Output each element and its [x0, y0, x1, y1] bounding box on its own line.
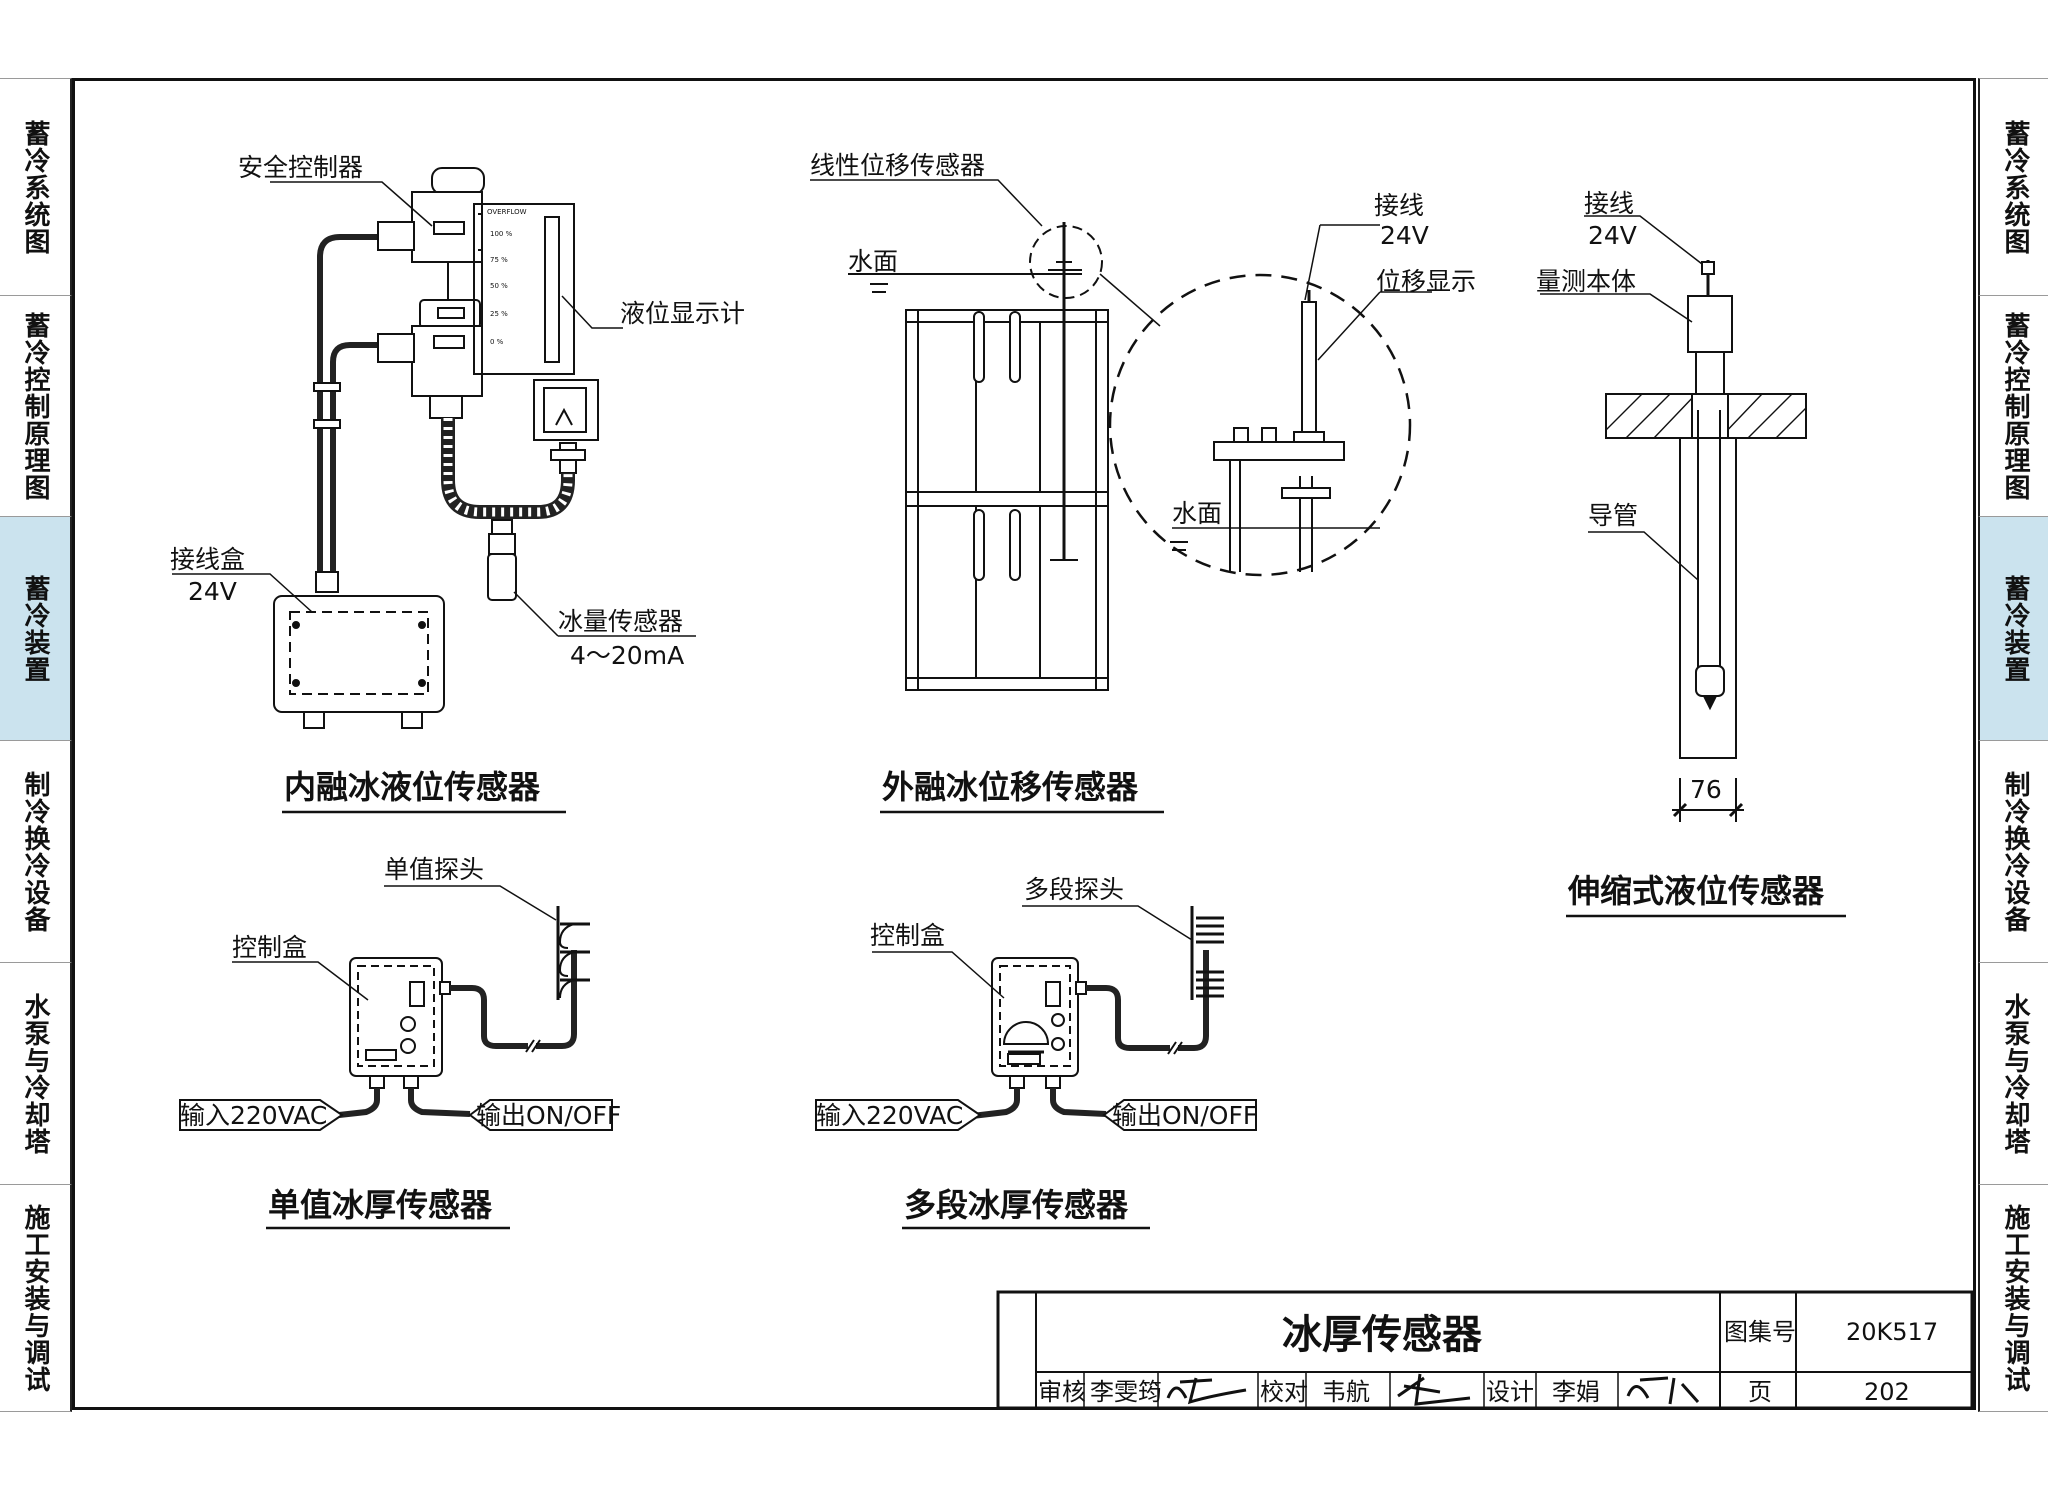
gauge-mark-100: 100 %	[490, 230, 513, 238]
junction-box-label: 接线盒	[170, 545, 245, 574]
checker-label: 校对	[1260, 1378, 1308, 1406]
reviewer-label: 审核	[1038, 1378, 1086, 1406]
multi-control-box-label: 控制盒	[870, 921, 945, 950]
left-tab-refrigeration-equipment[interactable]: 制冷换冷设备	[0, 740, 72, 964]
left-tab-cold-storage-system[interactable]: 蓄冷系统图	[0, 78, 72, 297]
ice-sensor-label: 冰量传感器	[558, 607, 683, 636]
signatures	[1166, 1373, 1700, 1406]
multi-stage-title: 多段冰厚传感器	[904, 1186, 1129, 1224]
gauge-header-text: OVERFLOW	[487, 208, 527, 216]
water-surface-label: 水面	[848, 247, 898, 276]
wiring-voltage: 24V	[1380, 221, 1429, 250]
multi-probe-label: 多段探头	[1024, 875, 1124, 904]
telescopic-sensor-drawing	[1540, 215, 1807, 822]
right-tab-control-principle[interactable]: 蓄冷控制原理图	[1978, 295, 2048, 518]
page-number: 202	[1864, 1378, 1910, 1406]
right-tab-construction-commissioning[interactable]: 施工安装与调试	[1978, 1184, 2048, 1412]
multi-input-label: 输入220VAC	[816, 1101, 963, 1130]
dimension-76: 76	[1690, 775, 1722, 804]
reviewer-name: 李雯筠	[1090, 1378, 1162, 1406]
safety-controller-label: 安全控制器	[238, 153, 363, 182]
linear-sensor-label: 线性位移传感器	[810, 151, 985, 180]
telescopic-title: 伸缩式液位传感器	[1567, 872, 1825, 910]
gauge-mark-0: 0 %	[490, 338, 504, 346]
guide-tube-label: 导管	[1588, 501, 1638, 530]
gauge-mark-75: 75 %	[490, 256, 508, 264]
internal-melt-sensor-drawing	[172, 167, 696, 729]
single-value-title: 单值冰厚传感器	[268, 1186, 493, 1224]
gauge-mark-25: 25 %	[490, 310, 508, 318]
water-surface-detail-label: 水面	[1172, 499, 1222, 528]
reviewer-signature	[1166, 1377, 1247, 1405]
telescopic-wiring-label: 接线	[1584, 189, 1634, 218]
multi-output-label: 输出ON/OFF	[1112, 1101, 1257, 1130]
wiring-label: 接线	[1374, 191, 1424, 220]
designer-label: 设计	[1486, 1378, 1534, 1406]
left-tab-storage-device[interactable]: 蓄冷装置	[0, 516, 72, 742]
right-tab-pumps-cooling-towers[interactable]: 水泵与冷却塔	[1978, 962, 2048, 1186]
multi-stage-sensor-drawing	[815, 905, 1257, 1131]
external-melt-title: 外融冰位移传感器	[882, 768, 1139, 806]
left-tab-construction-commissioning[interactable]: 施工安装与调试	[0, 1184, 72, 1412]
displacement-display-label: 位移显示	[1376, 267, 1476, 296]
title-block-grid	[996, 1290, 1974, 1410]
single-value-sensor-drawing	[179, 885, 613, 1131]
single-probe-label: 单值探头	[384, 855, 484, 884]
right-tab-cold-storage-system[interactable]: 蓄冷系统图	[1978, 78, 2048, 297]
atlas-label: 图集号	[1724, 1318, 1796, 1346]
checker-signature	[1397, 1373, 1471, 1406]
measuring-body-label: 量测本体	[1536, 267, 1636, 296]
ice-sensor-signal: 4～20mA	[570, 641, 684, 670]
right-tab-storage-device[interactable]: 蓄冷装置	[1978, 516, 2048, 742]
single-control-box-label: 控制盒	[232, 933, 307, 962]
designer-name: 李娟	[1552, 1378, 1600, 1406]
internal-melt-title: 内融冰液位传感器	[284, 768, 541, 806]
drawing-title: 冰厚传感器	[1282, 1312, 1483, 1358]
external-melt-sensor-drawing	[810, 179, 1432, 691]
single-input-label: 输入220VAC	[180, 1101, 327, 1130]
single-output-label: 输出ON/OFF	[476, 1101, 621, 1130]
page-label: 页	[1748, 1378, 1772, 1406]
checker-name: 韦航	[1322, 1378, 1370, 1406]
level-meter-label: 液位显示计	[620, 299, 745, 328]
telescopic-wiring-voltage: 24V	[1588, 221, 1637, 250]
left-tab-control-principle[interactable]: 蓄冷控制原理图	[0, 295, 72, 518]
designer-signature	[1626, 1376, 1700, 1405]
junction-box-voltage: 24V	[188, 577, 237, 606]
atlas-number: 20K517	[1846, 1318, 1938, 1346]
left-tab-pumps-cooling-towers[interactable]: 水泵与冷却塔	[0, 962, 72, 1186]
right-tab-refrigeration-equipment[interactable]: 制冷换冷设备	[1978, 740, 2048, 964]
gauge-mark-50: 50 %	[490, 282, 508, 290]
